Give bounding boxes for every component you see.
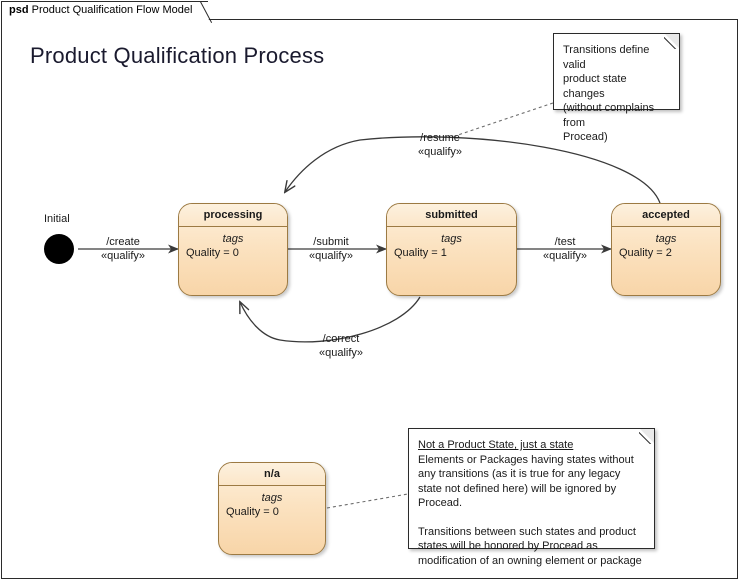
note-paragraph-2: Transitions between such states and prod… bbox=[418, 525, 642, 567]
transition-resume-trigger: /resume bbox=[420, 132, 460, 144]
transition-test-stereotype: «qualify» bbox=[543, 250, 588, 262]
note-transitions-line-2: product state changes bbox=[563, 73, 627, 100]
state-processing-quality: Quality = 0 bbox=[186, 247, 239, 259]
state-accepted-quality: Quality = 2 bbox=[619, 247, 672, 259]
note-transitions-line-4: Procead) bbox=[563, 131, 608, 143]
initial-pseudostate[interactable] bbox=[44, 234, 74, 264]
transition-test-label[interactable]: /test «qualify» bbox=[543, 235, 587, 263]
transition-submit-stereotype: «qualify» bbox=[309, 250, 354, 262]
state-processing-body: tags Quality = 0 bbox=[179, 227, 287, 261]
transition-submit-label[interactable]: /submit «qualify» bbox=[309, 235, 353, 263]
transition-submit-trigger: /submit bbox=[313, 236, 349, 248]
state-na-body: tags Quality = 0 bbox=[219, 486, 325, 520]
note-not-a-product-state[interactable]: Not a Product State, just a state Elemen… bbox=[408, 428, 655, 567]
state-accepted-body: tags Quality = 2 bbox=[612, 227, 720, 261]
state-accepted[interactable]: accepted tags Quality = 2 bbox=[611, 203, 721, 296]
state-na[interactable]: n/a tags Quality = 0 bbox=[218, 462, 326, 555]
transition-resume-stereotype: «qualify» bbox=[418, 146, 463, 158]
transition-resume-label[interactable]: /resume «qualify» bbox=[418, 131, 462, 159]
transition-test-trigger: /test bbox=[554, 236, 576, 248]
transition-create-trigger: /create bbox=[106, 236, 140, 248]
transition-correct-stereotype: «qualify» bbox=[319, 347, 364, 359]
state-accepted-title: accepted bbox=[612, 204, 720, 227]
note-transitions-text: Transitions define valid product state c… bbox=[554, 34, 679, 145]
transition-correct-trigger: /correct bbox=[322, 333, 360, 345]
transition-create-label[interactable]: /create «qualify» bbox=[101, 235, 145, 263]
note-transitions-line-1: Transitions define valid bbox=[563, 44, 650, 71]
diagram-frame-name: Product Qualification Flow Model bbox=[31, 4, 193, 16]
note-transitions-line-3: (without complains from bbox=[563, 102, 655, 129]
state-submitted-quality: Quality = 1 bbox=[394, 247, 447, 259]
note-paragraph-1: Elements or Packages having states witho… bbox=[418, 453, 634, 510]
state-accepted-tags-label: tags bbox=[655, 233, 677, 245]
diagram-frame-tab-label: psd Product Qualification Flow Model bbox=[9, 4, 192, 16]
note-not-a-product-state-text: Not a Product State, just a state Elemen… bbox=[409, 429, 654, 568]
initial-state-label: Initial bbox=[44, 213, 70, 225]
diagram-frame-tab[interactable]: psd Product Qualification Flow Model bbox=[1, 1, 219, 21]
state-submitted-title: submitted bbox=[387, 204, 516, 227]
note-heading: Not a Product State, just a state bbox=[418, 439, 574, 451]
note-fold-edge-line bbox=[639, 429, 654, 444]
state-na-title: n/a bbox=[219, 463, 325, 486]
diagram-kind-keyword: psd bbox=[9, 4, 29, 16]
state-na-tags-label: tags bbox=[261, 492, 283, 504]
note-transitions[interactable]: Transitions define valid product state c… bbox=[553, 33, 680, 143]
transition-create-stereotype: «qualify» bbox=[101, 250, 146, 262]
state-na-quality: Quality = 0 bbox=[226, 506, 279, 518]
transition-correct-label[interactable]: /correct «qualify» bbox=[319, 332, 363, 360]
state-submitted-body: tags Quality = 1 bbox=[387, 227, 516, 261]
state-submitted-tags-label: tags bbox=[441, 233, 462, 245]
state-submitted[interactable]: submitted tags Quality = 1 bbox=[386, 203, 517, 296]
state-processing-tags-label: tags bbox=[222, 233, 244, 245]
page-title: Product Qualification Process bbox=[30, 43, 325, 68]
state-processing-title: processing bbox=[179, 204, 287, 227]
note-fold-edge-line bbox=[664, 34, 679, 49]
state-processing[interactable]: processing tags Quality = 0 bbox=[178, 203, 288, 296]
tab-skew-edge bbox=[197, 1, 221, 23]
